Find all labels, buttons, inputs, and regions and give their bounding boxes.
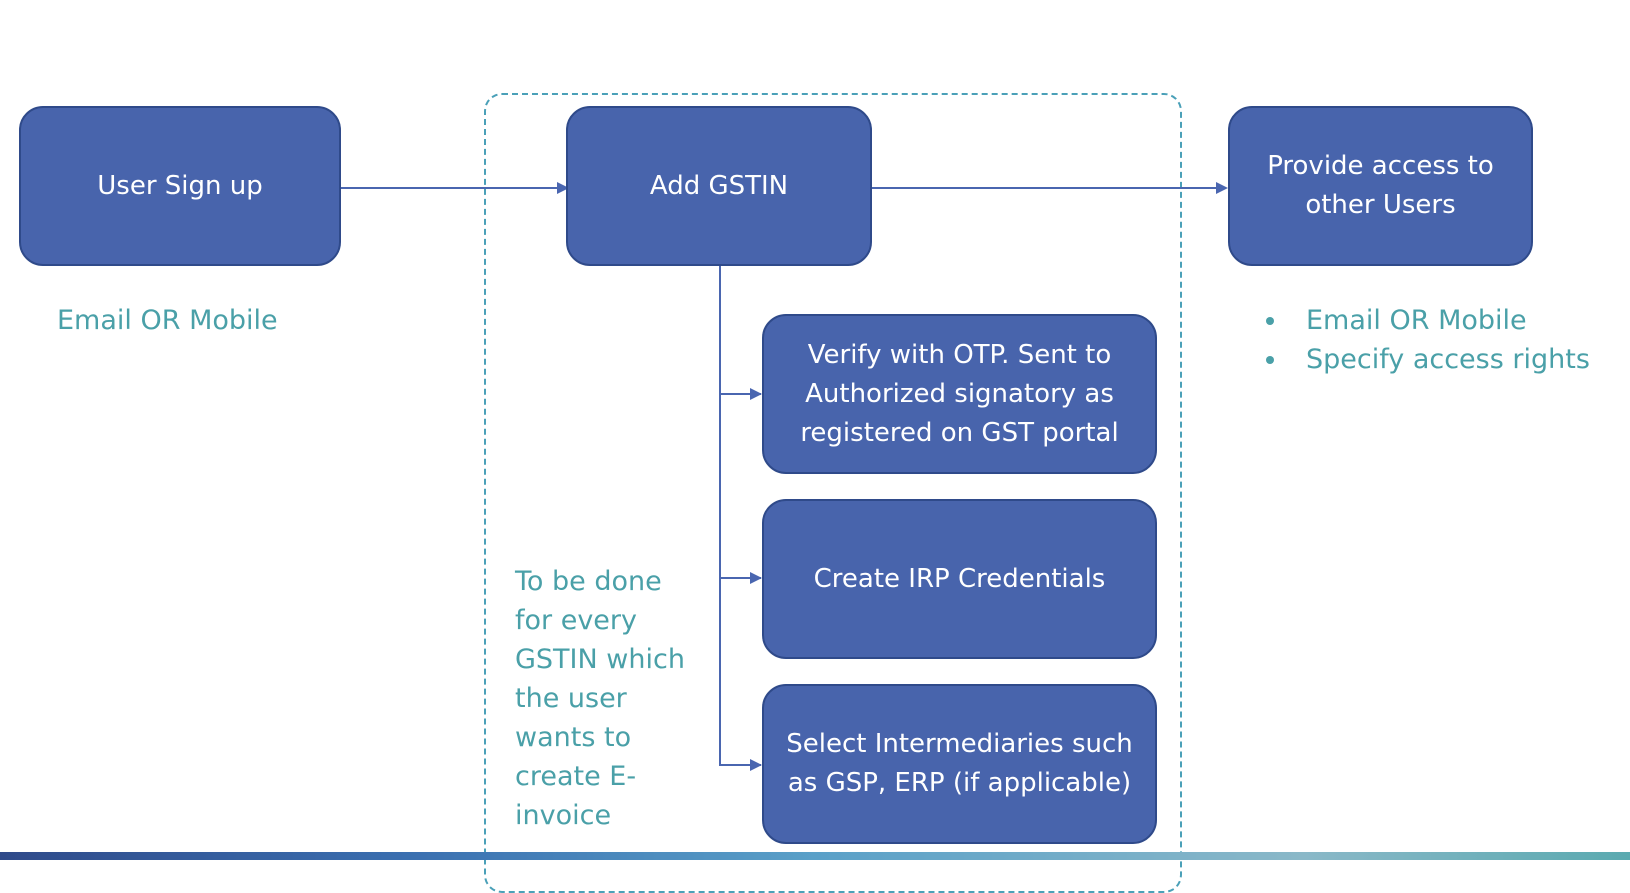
verify-otp-box: Verify with OTP. Sent to Authorized sign… [762, 314, 1157, 474]
add-gstin-label: Add GSTIN [649, 170, 789, 201]
access-bullets: Email OR Mobile Specify access rights [1262, 301, 1590, 379]
provide-access-box: Provide access to other Users [1228, 106, 1533, 266]
gstin-note-line: wants to [515, 722, 632, 753]
select-intermediaries-box: Select Intermediaries such as GSP, ERP (… [762, 684, 1157, 844]
add-gstin-box: Add GSTIN [566, 106, 872, 266]
access-bullet-item: Email OR Mobile [1262, 301, 1590, 340]
arrowhead-verify [750, 388, 762, 400]
access-bullet-item: Specify access rights [1262, 340, 1590, 379]
gstin-note-line: invoice [515, 800, 612, 831]
connector-to-intermediaries [719, 764, 761, 766]
gstin-note-line: GSTIN which [515, 644, 685, 675]
verify-otp-line-1: Verify with OTP. Sent to [807, 339, 1112, 370]
access-bullet-text: Specify access rights [1306, 344, 1590, 375]
connector-signup-to-gstin [341, 187, 559, 189]
bullet-icon [1266, 316, 1274, 325]
gstin-note-line: To be done [515, 566, 662, 597]
verify-otp-line-3: registered on GST portal [800, 417, 1119, 448]
gstin-scope-note: To be done for every GSTIN which the use… [515, 562, 685, 835]
select-intermediaries-line-2: as GSP, ERP (if applicable) [787, 768, 1132, 798]
provide-access-line-1: Provide access to [1267, 151, 1494, 181]
user-signup-label: User Sign up [97, 170, 263, 201]
select-intermediaries-line-1: Select Intermediaries such [786, 729, 1133, 759]
verify-otp-line-2: Authorized signatory as [805, 378, 1114, 409]
bullet-icon [1266, 355, 1274, 364]
arrowhead-create-irp [750, 572, 762, 584]
signup-note-text: Email OR Mobile [57, 305, 278, 336]
bottom-accent-bar [0, 852, 1630, 860]
gstin-note-line: for every [515, 605, 637, 636]
connector-to-verify [719, 393, 761, 395]
signup-note: Email OR Mobile [57, 301, 278, 340]
connector-gstin-trunk [719, 266, 721, 766]
connector-to-create-irp [719, 577, 761, 579]
create-irp-box: Create IRP Credentials [762, 499, 1157, 659]
user-signup-box: User Sign up [19, 106, 341, 266]
access-bullet-text: Email OR Mobile [1306, 305, 1527, 336]
create-irp-label: Create IRP Credentials [813, 563, 1106, 594]
gstin-note-line: create E- [515, 761, 637, 792]
gstin-note-line: the user [515, 683, 627, 714]
arrowhead-intermediaries [750, 759, 762, 771]
arrowhead-access [1216, 182, 1228, 194]
connector-gstin-to-access [872, 187, 1218, 189]
provide-access-line-2: other Users [1305, 190, 1456, 220]
